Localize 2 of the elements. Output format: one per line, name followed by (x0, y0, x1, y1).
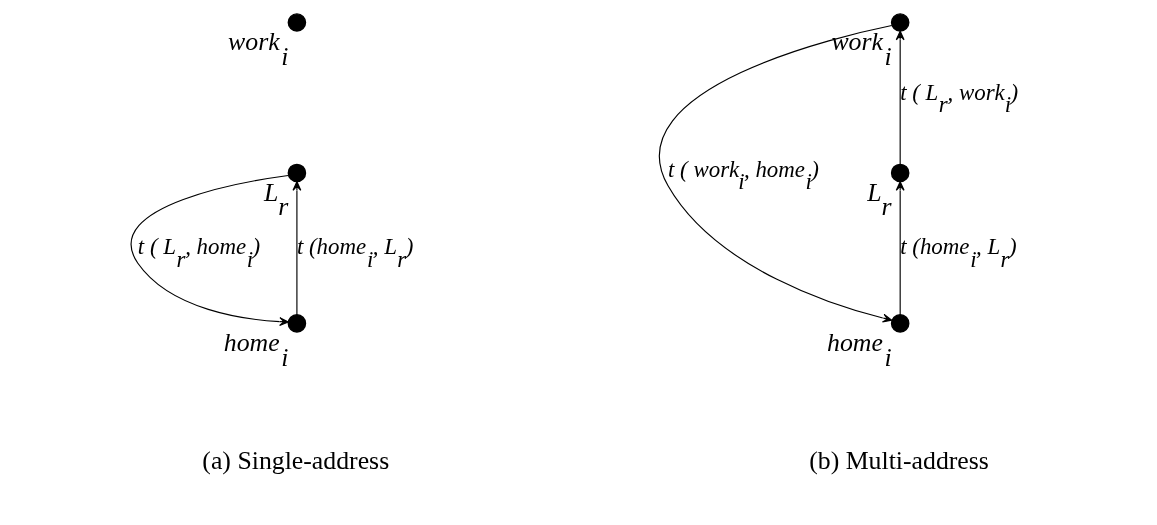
label: (a) Single-address (202, 445, 390, 475)
label: (b) Multi-address (809, 445, 989, 475)
